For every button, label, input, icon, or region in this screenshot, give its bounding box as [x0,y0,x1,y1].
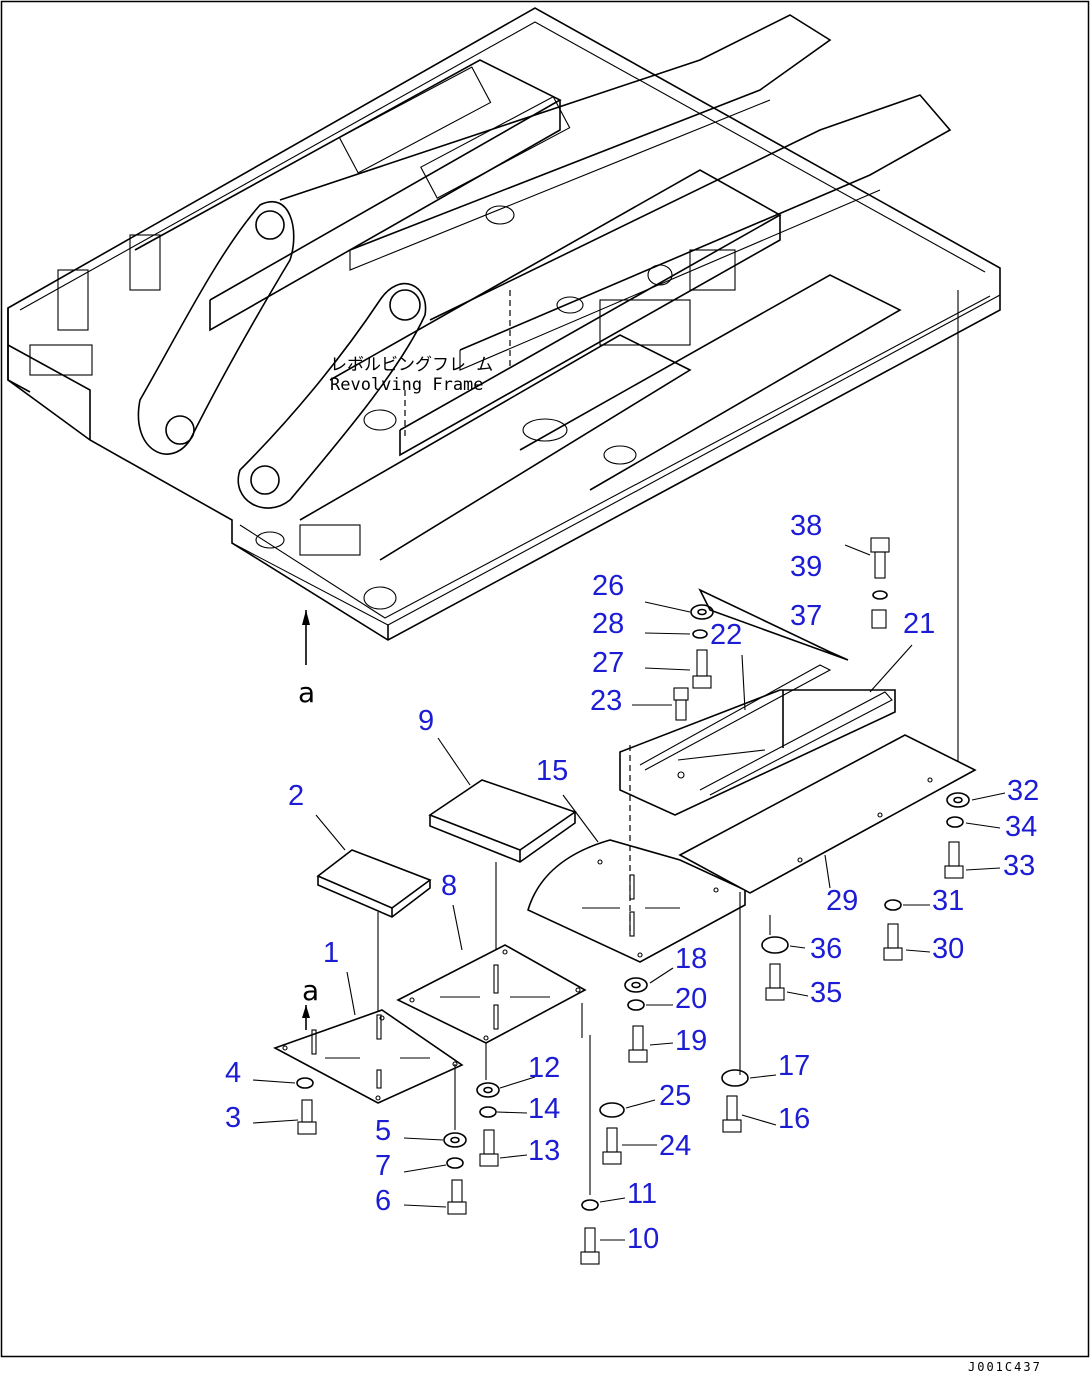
callout-4[interactable]: 4 [225,1057,241,1089]
callout-1[interactable]: 1 [323,937,339,969]
callout-26[interactable]: 26 [592,570,624,602]
callout-19[interactable]: 19 [675,1025,707,1057]
callout-33[interactable]: 33 [1003,850,1035,882]
callout-20[interactable]: 20 [675,983,707,1015]
drawing-code: J001C437 [968,1360,1042,1374]
callout-28[interactable]: 28 [592,608,624,640]
callout-11[interactable]: 11 [627,1178,657,1210]
callout-17[interactable]: 17 [778,1050,810,1082]
callout-2[interactable]: 2 [288,780,304,812]
callout-34[interactable]: 34 [1005,811,1037,843]
callout-39[interactable]: 39 [790,551,822,583]
callout-30[interactable]: 30 [932,933,964,965]
callout-16[interactable]: 16 [778,1103,810,1135]
callout-36[interactable]: 36 [810,933,842,965]
callout-29[interactable]: 29 [826,885,858,917]
under-cover-parts [273,588,977,1195]
callout-12[interactable]: 12 [528,1052,560,1084]
callout-25[interactable]: 25 [659,1080,691,1112]
frame-label-english: Revolving Frame [330,375,484,395]
callout-38[interactable]: 38 [790,510,822,542]
fasteners [296,537,970,1265]
callout-7[interactable]: 7 [375,1150,391,1182]
callout-37[interactable]: 37 [790,600,822,632]
callout-23[interactable]: 23 [590,685,622,717]
callout-15[interactable]: 15 [536,755,568,787]
callout-13[interactable]: 13 [528,1135,560,1167]
view-reference-a-plate: a [302,974,319,1007]
revolving-frame-drawing [7,7,1001,770]
callout-10[interactable]: 10 [627,1223,659,1255]
leader-lines [252,544,1006,1241]
callout-6[interactable]: 6 [375,1185,391,1217]
callout-35[interactable]: 35 [810,977,842,1009]
callout-31[interactable]: 31 [932,885,964,917]
callout-18[interactable]: 18 [675,943,707,975]
callout-32[interactable]: 32 [1007,775,1039,807]
callout-5[interactable]: 5 [375,1115,391,1147]
callout-24[interactable]: 24 [659,1130,691,1162]
callout-27[interactable]: 27 [592,647,624,679]
callout-14[interactable]: 14 [528,1093,560,1125]
view-reference-a-top: a [298,676,315,709]
callout-9[interactable]: 9 [418,705,434,737]
callout-8[interactable]: 8 [441,870,457,902]
callout-labels: 1 2 3 4 5 6 7 8 9 10 11 12 13 14 15 16 1… [225,510,1039,1255]
callout-21[interactable]: 21 [903,608,935,640]
frame-label-japanese: レボルビングフレ ム [330,355,493,375]
callout-3[interactable]: 3 [225,1102,241,1134]
callout-22[interactable]: 22 [710,619,742,651]
